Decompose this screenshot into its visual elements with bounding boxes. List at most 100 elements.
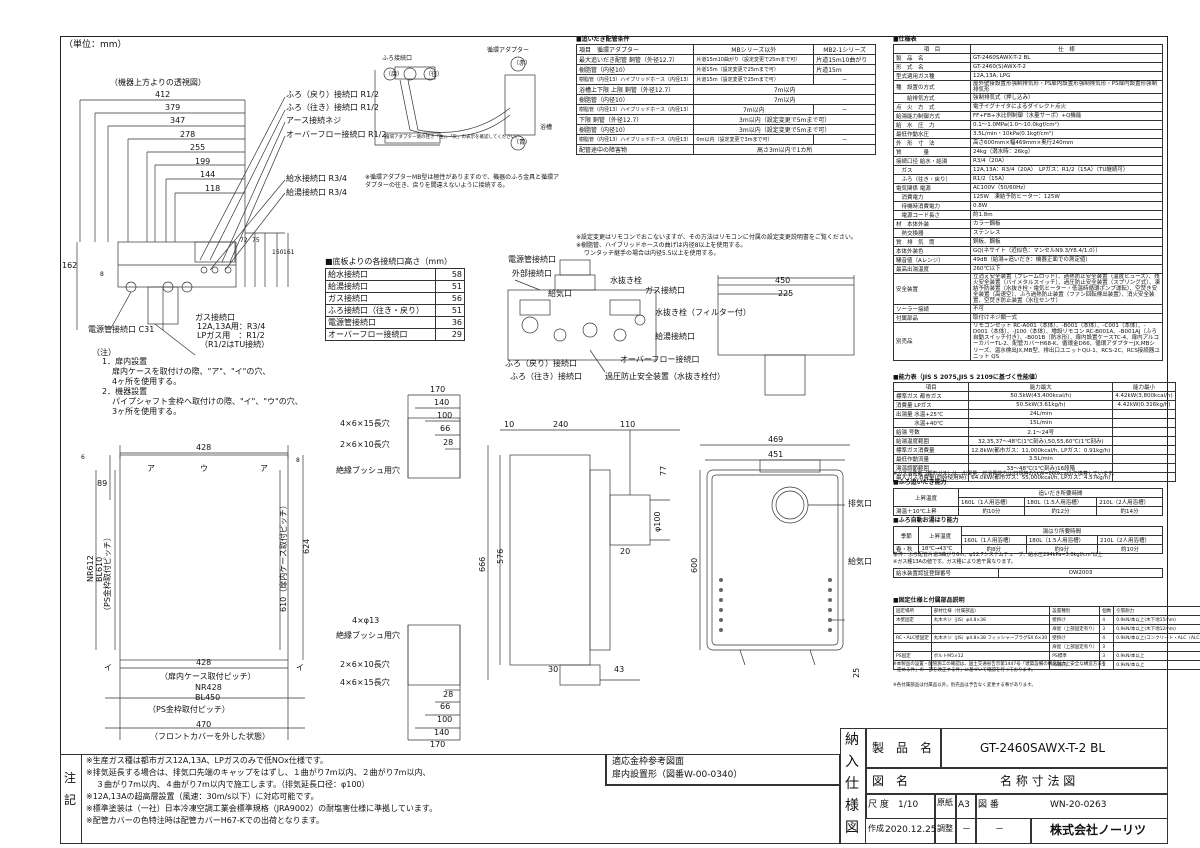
label-earth: アース接続ネジ xyxy=(286,116,342,125)
rv-front-cover: （フロントカバーを外した状態） xyxy=(150,732,270,741)
br-slot-10b: 2×6×10長穴 xyxy=(340,660,390,669)
tb-drawing-no: WN-20-0263 xyxy=(1050,800,1107,810)
table-cell: 約12分 xyxy=(1023,506,1098,516)
br-140: 140 xyxy=(434,398,450,407)
table-cell: 210L（2人用浴槽） xyxy=(1096,497,1163,507)
rv-mark-u: ウ xyxy=(200,464,208,473)
br-170: 170 xyxy=(430,385,446,394)
table-cell: 型式適用ガス種 xyxy=(893,71,971,81)
table-cell: 湯はり所要時間 xyxy=(960,526,1164,536)
table-cell xyxy=(1112,409,1176,419)
tb-original-label: 原紙 xyxy=(937,798,953,807)
table-cell: 立消え安全装置（フレームロッド）、過熱防止安全装置（温度ヒューズ）、残火安全装置… xyxy=(970,273,1163,306)
table-cell: 仕 様 xyxy=(970,44,1163,54)
table-row: 付属部品取付けネジ類一式 xyxy=(893,313,1163,324)
table-cell: 強制排気式（押し込み） xyxy=(970,93,1163,104)
table-cell: 0.8W xyxy=(970,201,1163,212)
tb-drawing-name: 名 称 寸 法 図 xyxy=(1000,774,1076,788)
fv-469: 469 xyxy=(768,435,784,444)
fixing-note-0: ※本製品の設置・配管施工の確認は、国土交通省告示第1447号「建築設備の構造耐力… xyxy=(893,662,1107,667)
label-overflow: オーバーフロー接続口 R1/2 xyxy=(286,130,387,139)
rv-428: 428 xyxy=(196,443,212,452)
br-slot-15b: 4×6×15長穴 xyxy=(340,678,390,687)
table-cell: 形 式 名 xyxy=(893,62,971,72)
table-cell: 質 量 xyxy=(893,147,971,158)
bv-drain-filter: 水抜き栓（フィルター付） xyxy=(655,308,751,317)
table-cell: ソーラー接続 xyxy=(893,304,971,315)
table-cell xyxy=(893,624,932,634)
table-cell: GQ(ネサイト（近似色：マンセルN9.3/Y8.4/1.0）） xyxy=(970,246,1163,257)
table-cell: 電子イグナイタによるダイレクト点火 xyxy=(970,102,1163,113)
table-cell: ガス xyxy=(893,165,971,176)
table-cell: RC・ALC壁固定 xyxy=(893,633,932,643)
table-row: 熱交換器ステンレス xyxy=(893,228,1163,239)
dim-412: 412 xyxy=(155,90,171,99)
table-row: 材 本体外装カラー鋼板 xyxy=(893,219,1163,230)
table-cell: 3.5L/min xyxy=(968,454,1114,464)
table-row: ふろ（往き・戻り）R1/2（15A） xyxy=(893,174,1163,185)
rv-ps-pitch-h: （PS金枠取付ピッチ） xyxy=(148,705,230,714)
piping-table: 項目 循環アダプター MBシリーズ以外 MB2-1シリーズ 最大追いだき配管 銅… xyxy=(575,44,876,155)
table-cell: 最大ガス消費量(同時使用時) xyxy=(892,472,970,482)
piping-title: ■追いだき配管条件 xyxy=(576,36,630,43)
heights-title: ■底板よりの各接続口高さ（mm） xyxy=(325,257,452,266)
table-cell: 24L/min xyxy=(968,409,1114,419)
table-cell: PS標準 xyxy=(1049,651,1101,661)
table-cell: 能力最大 xyxy=(968,382,1114,392)
table-cell: 3.5L/min・10kPa(0.1kgf/cm²) xyxy=(970,129,1163,140)
table-cell: 29 xyxy=(435,328,465,341)
adapter-return: （戻） xyxy=(385,71,404,78)
table-cell: 部材仕様（付属部品） xyxy=(930,606,1051,616)
table-cell xyxy=(1112,463,1176,473)
table-cell: 160L（1人用浴槽） xyxy=(960,535,1027,545)
table-cell: 4.42kW(0.316kg/h) xyxy=(1112,400,1176,410)
bn-item-2: ３曲がり7m以内、４曲がり7m以内で施工します。（排気延長口径：φ100） xyxy=(96,780,370,789)
table-cell: 約10分 xyxy=(958,506,1025,516)
bv-furo-return: ふろ（戻り）接続口 xyxy=(505,359,577,368)
table-cell: OW2003 xyxy=(998,568,1163,578)
table-cell: 0.9kN/本以上 xyxy=(1113,660,1200,670)
table-cell: 給排気方式 xyxy=(893,93,971,104)
table-cell: 18℃→43℃ xyxy=(918,544,962,554)
dim-144: 144 xyxy=(200,170,216,179)
label-furo-supply: ふろ（往き）接続口 R1/2 xyxy=(286,103,379,112)
dim-72: 72 xyxy=(240,237,248,244)
table-cell: 取付けネジ類一式 xyxy=(970,313,1163,324)
table-cell: 約9分 xyxy=(1025,544,1098,554)
tb-scale: 1/10 xyxy=(898,800,919,810)
table-cell: 4 xyxy=(1099,633,1115,643)
table-cell xyxy=(893,642,932,652)
table-cell: 24kg（満水時：26kg） xyxy=(970,147,1163,158)
tb-check-label: 調整 xyxy=(937,824,953,833)
dim-379: 379 xyxy=(165,103,181,112)
rv-6: 6 xyxy=(81,454,85,461)
table-row: 項 目仕 様 xyxy=(893,44,1163,54)
table-row: 質 排 気 筒銅板、鋼板 xyxy=(893,237,1163,248)
dim-255: 255 xyxy=(190,143,206,152)
piping-note-0: ※設定変更はリモコンでおこないますが、その方法はリモコンに付属の設定変更説明書を… xyxy=(576,234,857,241)
table-cell: 扉屋（上部固定有り） xyxy=(1049,624,1101,634)
table-row: 騒音値（Aレンジ）49dB（給湯+追いだき：機器正面での測定値） xyxy=(893,255,1163,266)
rv-89: 89 xyxy=(97,479,108,488)
table-row: 最大ガス消費量(同時使用時)64.0kW(都市ガス：55,000kcal/h, … xyxy=(892,472,1176,482)
adapter-note: ※循環アダプターMB型は極性がありますので、機器のふろ金具と循環アダプターの往き… xyxy=(365,174,560,189)
br-28b: 28 xyxy=(443,690,454,699)
table-cell: 配管途中の障害物 xyxy=(575,144,695,155)
dim-162: 162 xyxy=(62,261,78,270)
fixing-note-2: ※各付属部品は付属品以外。別売品は予告なく変更する事があります。 xyxy=(893,683,1036,688)
tb-char-0: 納 xyxy=(845,732,859,748)
gas-label-2: LPガス用 ：R1/2 xyxy=(197,331,265,340)
bn-item-5: ※配管カバーの色特注時は配管カバーH67-Kでの出荷となります。 xyxy=(86,816,324,825)
